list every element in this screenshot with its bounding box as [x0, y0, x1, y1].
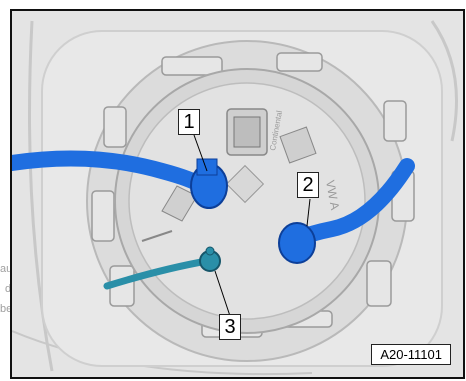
side-text-3: be: [0, 303, 13, 315]
callout-3: 3: [219, 314, 241, 340]
component-label-secondary: VW A: [323, 179, 342, 211]
callout-1: 1: [178, 109, 200, 135]
leader-line-2: [306, 198, 311, 227]
figure-id-label: A20-11101: [371, 344, 451, 365]
flange-illustration: Continental VW A: [12, 20, 458, 376]
leader-line-3: [214, 270, 231, 317]
side-text-2: d: [5, 283, 12, 295]
leader-line-1: [193, 134, 208, 172]
callout-2: 2: [297, 172, 319, 198]
diagram-frame: Continental VW A 1 2 3 A20-11101: [10, 9, 465, 379]
side-text-1: au: [0, 263, 13, 275]
teal-line: [103, 257, 211, 290]
